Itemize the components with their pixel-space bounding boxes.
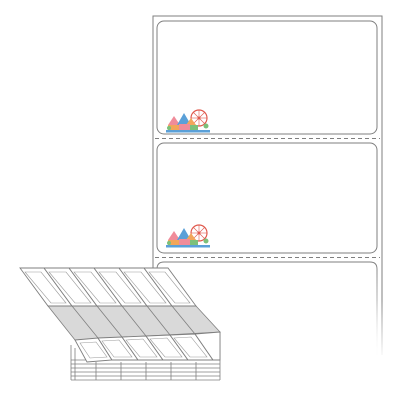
carnival-ferris-wheel-icon (166, 109, 210, 133)
carnival-ferris-wheel-icon (166, 224, 210, 248)
liner-backing (152, 15, 383, 355)
label-2 (156, 142, 378, 254)
label-1 (156, 20, 378, 135)
fanfold-stack (19, 267, 221, 381)
lower-label-inner (79, 336, 208, 359)
top-label-inner (24, 271, 191, 304)
top-label-row (19, 267, 197, 307)
label-3 (156, 261, 378, 360)
lower-label-row (74, 331, 221, 363)
